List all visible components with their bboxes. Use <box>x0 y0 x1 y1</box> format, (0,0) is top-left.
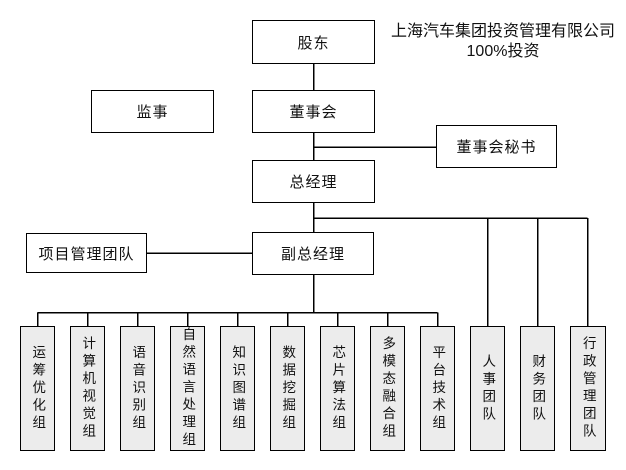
group-multimodal-fusion: 多模态融合组 <box>370 326 405 451</box>
group-label: 知识图谱组 <box>230 344 246 433</box>
team-finance: 财务团队 <box>520 326 555 451</box>
team-hr: 人事团队 <box>470 326 505 451</box>
group-label: 语音识别组 <box>130 344 146 433</box>
group-label: 运筹优化组 <box>30 344 46 433</box>
node-shareholder: 股东 <box>252 20 375 64</box>
group-label: 计算机视觉组 <box>80 336 96 441</box>
group-label: 多模态融合组 <box>380 336 396 441</box>
group-speech-recognition: 语音识别组 <box>120 326 155 451</box>
investor-company-name: 上海汽车集团投资管理有限公司 <box>390 23 615 40</box>
node-board-secretary: 董事会秘书 <box>436 125 557 168</box>
node-general-manager: 总经理 <box>252 160 375 203</box>
group-label: 芯片算法组 <box>330 344 346 433</box>
group-data-mining: 数据挖掘组 <box>270 326 305 451</box>
group-computer-vision: 计算机视觉组 <box>70 326 105 451</box>
node-supervisor: 监事 <box>91 90 214 133</box>
team-admin-management: 行政管理团队 <box>570 326 606 451</box>
group-knowledge-graph: 知识图谱组 <box>220 326 255 451</box>
group-operations-optimization: 运筹优化组 <box>20 326 55 451</box>
group-label: 平台技术组 <box>430 344 446 433</box>
investment-percentage: 100%投资 <box>466 43 540 60</box>
investor-note: 上海汽车集团投资管理有限公司 100%投资 <box>380 22 626 62</box>
node-project-management-team: 项目管理团队 <box>26 233 147 273</box>
group-nlp: 自然语言处理组 <box>170 326 205 451</box>
team-label: 财务团队 <box>530 353 546 424</box>
group-label: 数据挖掘组 <box>280 344 296 433</box>
node-deputy-general-manager: 副总经理 <box>252 232 374 275</box>
group-platform-technology: 平台技术组 <box>420 326 455 451</box>
team-label: 人事团队 <box>480 353 496 424</box>
group-label: 自然语言处理组 <box>180 327 196 450</box>
node-board-of-directors: 董事会 <box>252 90 375 133</box>
team-label: 行政管理团队 <box>580 336 596 441</box>
group-chip-algorithm: 芯片算法组 <box>320 326 355 451</box>
